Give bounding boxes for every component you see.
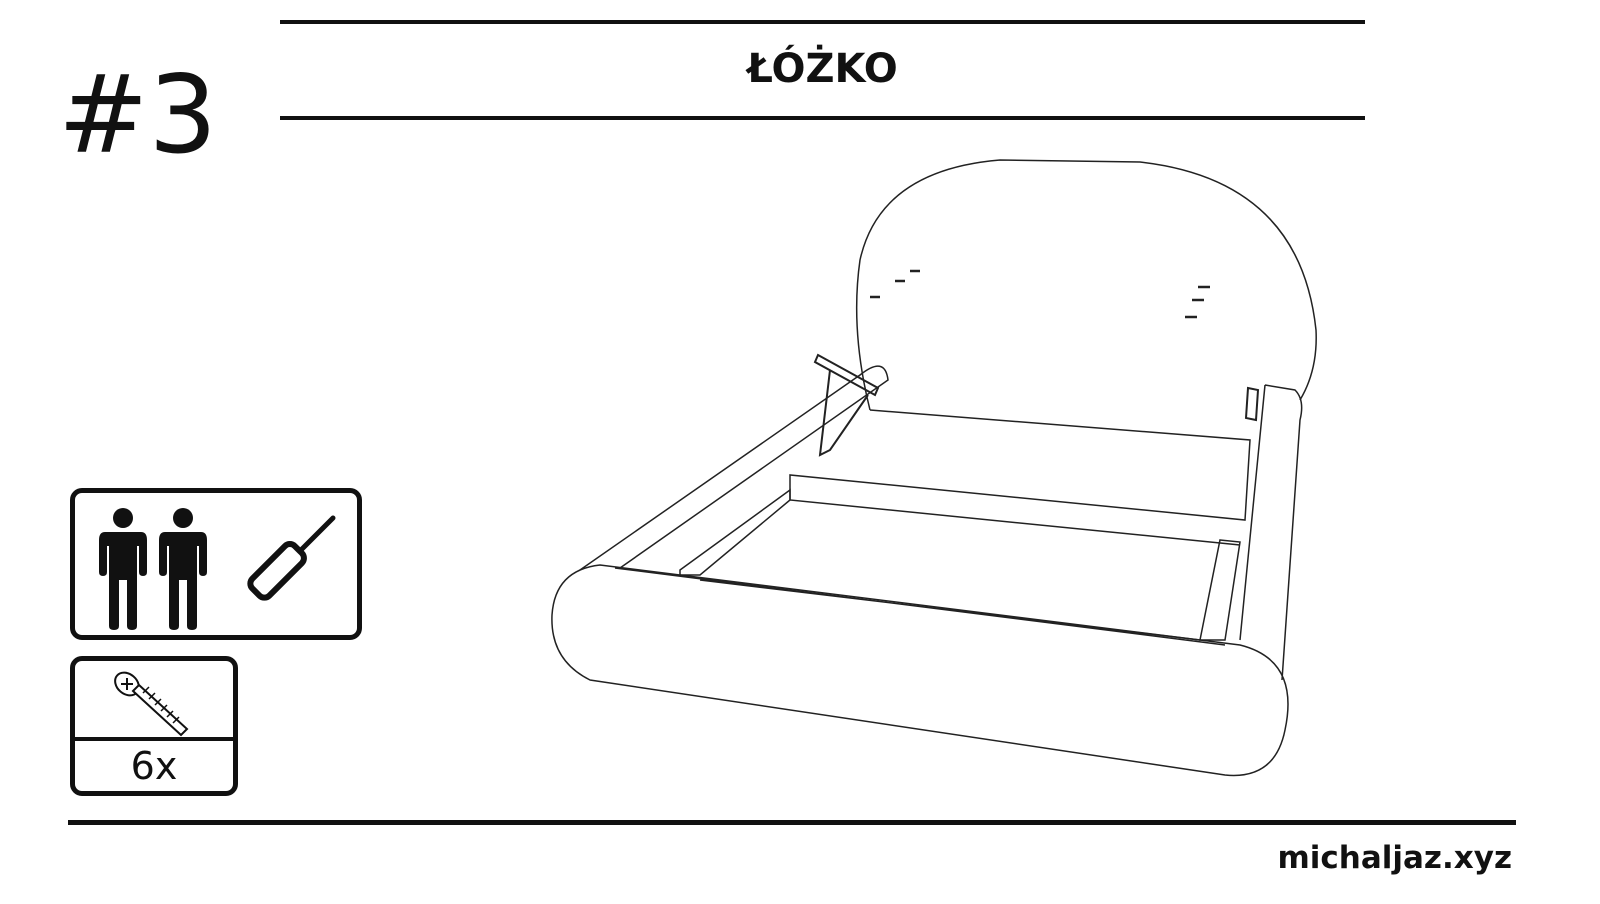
screw-icon [114, 671, 189, 737]
requirements-box [70, 488, 362, 640]
bed-illustration [551, 159, 1317, 777]
screwdriver-icon [247, 515, 336, 601]
side-rail-left [579, 365, 889, 571]
screw-quantity: 6x [75, 737, 233, 791]
side-rail-right [1239, 384, 1303, 681]
headboard [855, 159, 1317, 411]
site-link[interactable]: michaljaz.xyz [1277, 840, 1512, 876]
slat-right [1199, 539, 1241, 641]
platform [789, 409, 1251, 546]
lift-mechanism [813, 353, 880, 457]
footer-rule [68, 820, 1516, 825]
person-icon [159, 508, 207, 630]
header-bottom-rule [280, 116, 1365, 120]
person-icon [99, 508, 147, 630]
hardware-box: 6x [70, 656, 238, 796]
footboard [551, 564, 1289, 777]
screw-marks [870, 269, 1210, 319]
step-number: #3 [58, 53, 218, 178]
page-title: ŁÓŻKO [747, 46, 898, 92]
header-top-rule [280, 20, 1365, 24]
slat-left [679, 488, 791, 576]
